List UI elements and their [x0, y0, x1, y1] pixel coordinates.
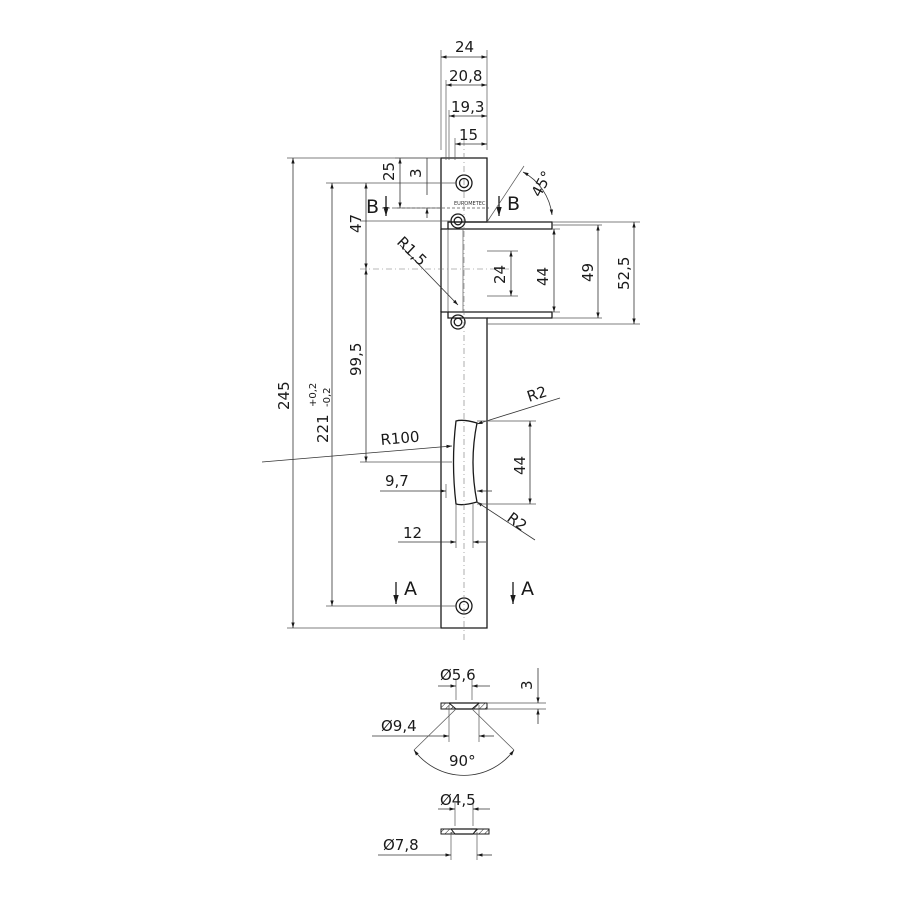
dim-24-top: 24: [455, 38, 474, 56]
dim-25: 25: [380, 162, 398, 181]
dim-221: 221: [314, 414, 332, 443]
top-dimensions: 24 20,8 19,3 15: [440, 38, 488, 160]
dia-5-6: Ø5,6: [440, 666, 476, 684]
section-b-right: B: [507, 193, 520, 215]
strike-plate: EUROMETEC: [360, 140, 553, 640]
tolerance-minus: -0,2: [322, 387, 333, 407]
dim-r2-bottom: R2: [504, 509, 531, 535]
dim-49: 49: [579, 263, 597, 282]
section-b-markers: B B: [366, 193, 520, 218]
latch-lip: [448, 221, 553, 319]
section-b-left: B: [366, 196, 379, 218]
dim-15: 15: [459, 126, 478, 144]
angle-45: 45°: [528, 168, 556, 200]
dia-4-5: Ø4,5: [440, 791, 476, 809]
left-dimensions: 245 221 +0,2 -0,2 47 99,5 25 3: [275, 157, 456, 629]
dim-52-5: 52,5: [615, 257, 633, 290]
tolerance-plus: +0,2: [308, 383, 319, 407]
cutout-dimensions: R1,5 R2 R2 R100 44 9,7 12: [261, 233, 561, 548]
brand-mark: EUROMETEC: [454, 201, 486, 207]
dim-44-cutout: 44: [511, 456, 529, 475]
dim-12: 12: [403, 524, 422, 542]
dim-19-3: 19,3: [451, 98, 484, 116]
dim-20-8: 20,8: [449, 67, 482, 85]
dim-24-right: 24: [491, 265, 509, 284]
section-a-left: A: [404, 578, 417, 600]
section-a-markers: A A: [393, 578, 534, 604]
section-b-b-detail: Ø4,5 Ø7,8: [378, 791, 492, 860]
right-dimensions: 24 44 49 52,5 45°: [486, 165, 640, 325]
dim-r2-top: R2: [525, 383, 550, 406]
screw-hole-upper-mid: [450, 213, 466, 229]
dim-r1-5: R1,5: [393, 233, 430, 270]
dim-r100: R100: [380, 428, 420, 449]
dim-9-7: 9,7: [385, 472, 409, 490]
dim-3: 3: [407, 168, 425, 178]
dia-7-8: Ø7,8: [383, 836, 419, 854]
dim-99-5: 99,5: [347, 343, 365, 376]
section-a-a-detail: Ø5,6 3 Ø9,4 90°: [372, 666, 546, 776]
section-a-right: A: [521, 578, 534, 600]
dim-3-section: 3: [518, 680, 536, 690]
bolt-cutout: [452, 419, 478, 506]
screw-hole-lower-mid: [450, 314, 466, 330]
dia-9-4: Ø9,4: [381, 717, 417, 735]
angle-90: 90°: [449, 752, 476, 770]
dim-47: 47: [347, 214, 365, 233]
dim-245: 245: [275, 381, 293, 410]
dim-44-right: 44: [534, 267, 552, 286]
